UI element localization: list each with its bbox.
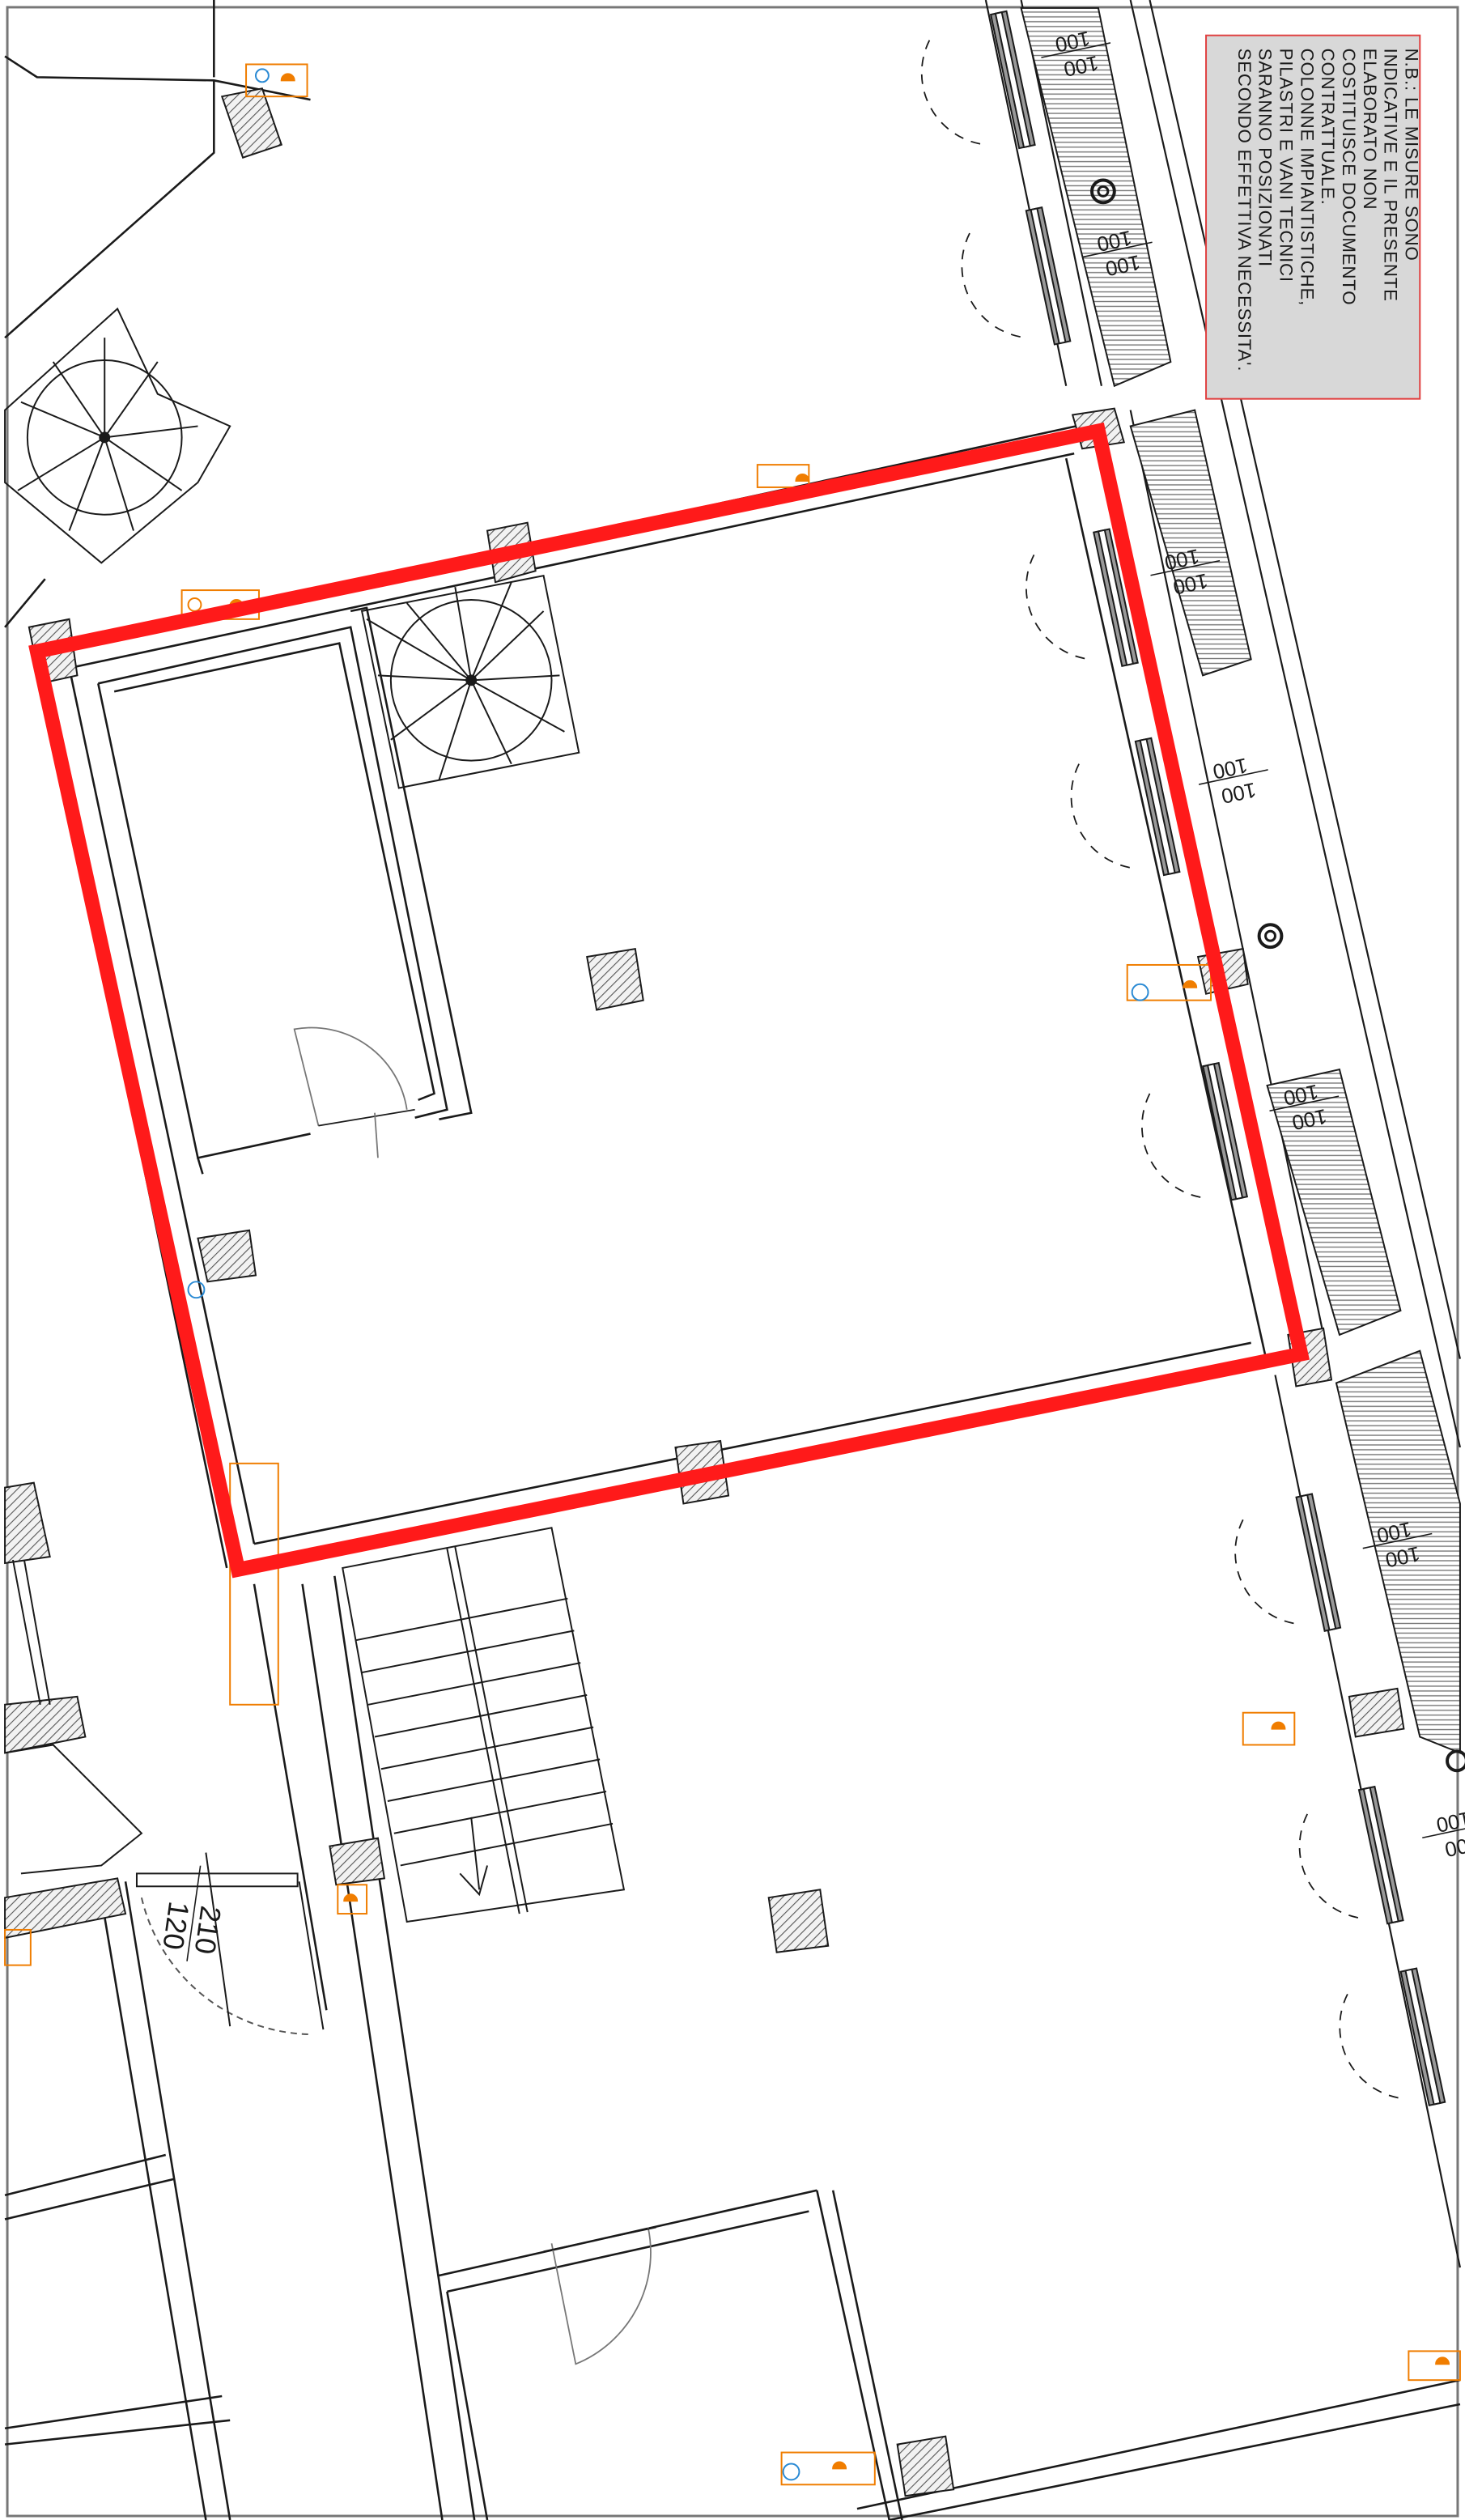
note-line: ELABORATO NON <box>1360 49 1380 210</box>
window-dim-w: 100 <box>1211 754 1250 783</box>
note-line: CONTRATTUALE. <box>1318 49 1338 206</box>
note-line: COLONNE IMPIANTISTICHE, <box>1297 49 1317 306</box>
door-dim-h: 210 <box>189 1904 227 1957</box>
stair-icon <box>4 1481 143 1940</box>
window-dim-h: 100 <box>1442 1831 1465 1860</box>
sheet-frame <box>6 6 1459 2518</box>
note-line: PILASTRI E VANI TECNICI <box>1276 49 1296 283</box>
stair-icon <box>342 1527 626 1923</box>
note-line: INDICATIVE E IL PRESENTE <box>1381 49 1401 302</box>
door-swing-icon <box>920 40 1404 2100</box>
window-dim-h: 100 <box>1219 778 1258 807</box>
note-box: N.B.: LE MISURE SONO INDICATIVE E IL PRE… <box>1205 34 1421 400</box>
note-line: N.B.: LE MISURE SONO <box>1401 49 1421 261</box>
inner-room-left <box>97 606 473 1175</box>
window-dim: 100 100 <box>1422 1807 1465 1860</box>
door-dim: 120 210 <box>156 1865 227 1961</box>
door-dim-w: 120 <box>156 1899 195 1952</box>
drain-icon <box>1090 178 1465 1773</box>
spiral-stair-icon <box>4 307 231 564</box>
note-line: COSTITUISCE DOCUMENTO <box>1339 49 1359 306</box>
door-swing-icon <box>543 2226 656 2365</box>
door-swing-icon <box>293 1026 415 1158</box>
pillar-icon <box>28 87 1405 2497</box>
window-dim-w: 100 <box>1434 1807 1465 1836</box>
window-dim: 100 100 <box>1082 226 1153 280</box>
spiral-stair-icon <box>360 575 580 789</box>
walls-lower <box>4 1575 1461 2520</box>
note-line: SECONDO EFFETTIVA NECESSITA'. <box>1234 49 1255 372</box>
balcony-grates <box>1020 6 1461 1754</box>
window-icon <box>989 10 1446 2106</box>
note-line: SARANNO POSIZIONATI <box>1255 49 1276 267</box>
window-dim: 100 100 <box>1198 754 1268 807</box>
door-swing-icon <box>135 1852 325 2036</box>
highlight-outline <box>28 422 1310 1579</box>
